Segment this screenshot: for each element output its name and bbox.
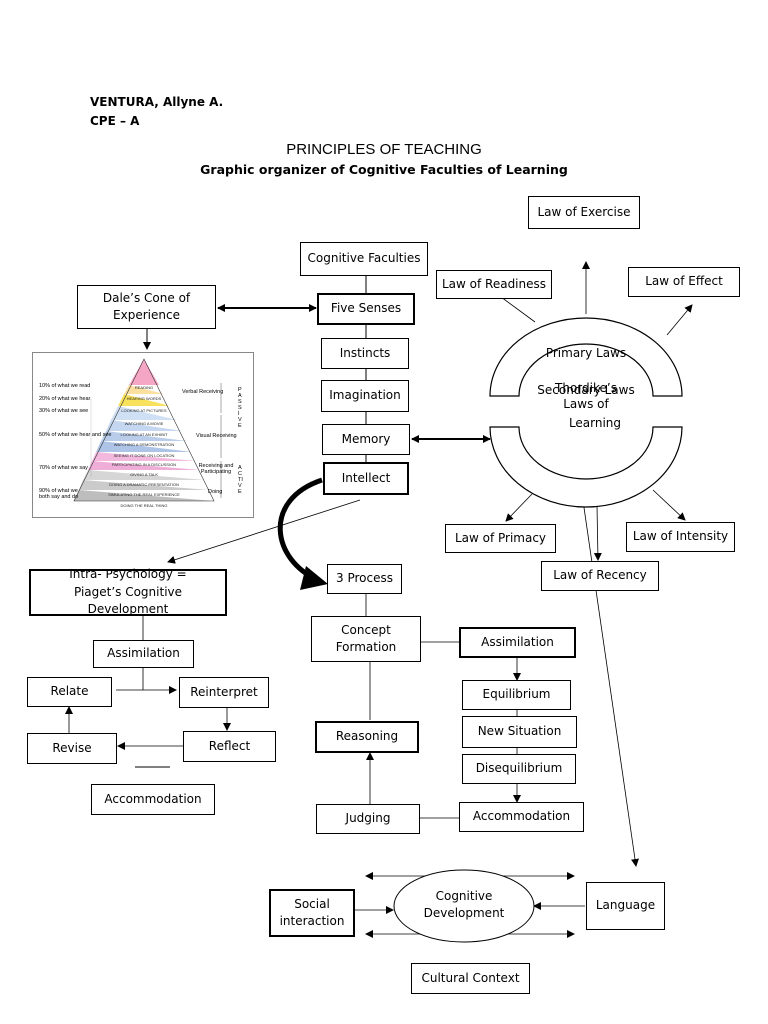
cognitive-faculties-box: Cognitive Faculties (300, 242, 428, 276)
law-of-exercise-box: Law of Exercise (528, 196, 640, 229)
equilibrium-box: Equilibrium (462, 680, 571, 710)
cone-right-label: Doing (208, 489, 223, 495)
intellect-process-head (300, 566, 328, 590)
cone-right-label: Receiving and Participating (198, 463, 234, 475)
piaget-title-box: Intra- Psychology = Piaget’s Cognitive D… (29, 567, 227, 616)
secondary-laws-label: Secondary Laws (537, 383, 635, 397)
arrow-to-language (579, 479, 639, 867)
cone-band: WATCHING A MOVIE (124, 421, 164, 426)
class-section: CPE – A (90, 114, 140, 128)
page-subtitle: Graphic organizer of Cognitive Faculties… (200, 162, 568, 177)
intellect-process-curve (277, 477, 323, 583)
reinterpret-box: Reinterpret (179, 677, 269, 708)
cone-side-word: PASSIVE (238, 387, 242, 429)
dales-cone-image: 10% of what we read 20% of what we hear … (32, 352, 254, 518)
cone-band: GIVING A TALK (129, 472, 159, 477)
law-of-readiness-box: Law of Readiness (436, 270, 552, 299)
primary-laws-arch (489, 317, 683, 397)
cone-right-label: Visual Receiving (196, 433, 237, 439)
cone-band: WATCHING A DEMONSTRATION (113, 442, 175, 447)
cone-band: PARTICIPATING IN A DISCUSSION (111, 462, 177, 467)
cone-left-label: 20% of what we hear (39, 396, 91, 402)
cone-left-label: 10% of what we read (39, 383, 91, 389)
relate-box: Relate (27, 677, 112, 707)
arrow-recency (593, 505, 602, 561)
dales-cone-box: Dale’s Cone of Experience (77, 285, 216, 329)
cone-band: DOING A DRAMATIC PRESENTATION (109, 482, 179, 487)
cone-left-label: 50% of what we hear and see (39, 432, 112, 438)
law-of-primacy-box: Law of Primacy (445, 524, 556, 553)
primary-laws-label: Primary Laws (545, 346, 627, 360)
instincts-box: Instincts (321, 338, 409, 369)
process-assimilation-box: Assimilation (459, 627, 576, 658)
cone-band: SIMULATING THE REAL EXPERIENCE (108, 492, 180, 497)
cultural-context-box: Cultural Context (411, 963, 530, 994)
memory-box: Memory (322, 424, 410, 455)
law-of-intensity-box: Law of Intensity (626, 522, 735, 552)
process-accommodation-box: Accommodation (459, 802, 584, 832)
three-process-box: 3 Process (327, 564, 402, 594)
piaget-accommodation-box: Accommodation (91, 784, 215, 815)
cone-band: SEEING IT DONE ON LOCATION (113, 453, 175, 458)
new-situation-box: New Situation (462, 716, 577, 748)
reasoning-box: Reasoning (315, 721, 419, 753)
social-interaction-box: Social interaction (269, 889, 355, 937)
cone-right-label: Verbal Receiving (182, 389, 224, 395)
cone-band: DOING THE REAL THING (120, 503, 168, 508)
piaget-assimilation-box: Assimilation (93, 640, 194, 668)
revise-box: Revise (27, 733, 117, 764)
cone-left-label: 70% of what we say (39, 465, 88, 471)
concept-formation-box: Concept Formation (311, 616, 421, 662)
imagination-box: Imagination (321, 380, 409, 412)
law-of-recency-box: Law of Recency (541, 561, 659, 591)
judging-box: Judging (316, 804, 420, 834)
thorndike-center-line2: Laws of (563, 397, 609, 411)
arrow-effect (666, 304, 693, 336)
reflect-box: Reflect (183, 731, 276, 762)
cognitive-development-ellipse (393, 869, 535, 943)
author-name: VENTURA, Allyne A. (90, 95, 224, 109)
thorndike-center-line3: Learning (568, 416, 622, 430)
cone-band: LOOKING AT PICTURES (121, 408, 167, 413)
cone-side-word: ACTIVE (238, 465, 243, 495)
cone-left-label: 90% of what we both say and do (39, 488, 79, 500)
cone-left-label: 30% of what we see (39, 408, 89, 414)
secondary-laws-arch (489, 426, 683, 508)
disequilibrium-box: Disequilibrium (462, 754, 576, 784)
intellect-piaget-arrow (167, 499, 361, 564)
cone-band: HEARING WORDS (126, 396, 162, 401)
intellect-box: Intellect (323, 462, 409, 495)
arrow-intensity (652, 489, 686, 521)
thorndike-center-line1: Thordike’s (555, 381, 617, 395)
arrow-primacy (505, 493, 533, 522)
law-of-effect-box: Law of Effect (628, 267, 740, 297)
five-senses-box: Five Senses (317, 293, 415, 325)
page-title: PRINCIPLES OF TEACHING (286, 141, 482, 158)
cognitive-development-label: Cognitive Development (423, 889, 505, 921)
cone-band: READING (134, 385, 154, 390)
cone-pyramid (73, 358, 222, 502)
cone-band: LOOKING AT AN EXHIBIT (120, 432, 168, 437)
language-box: Language (586, 882, 665, 930)
